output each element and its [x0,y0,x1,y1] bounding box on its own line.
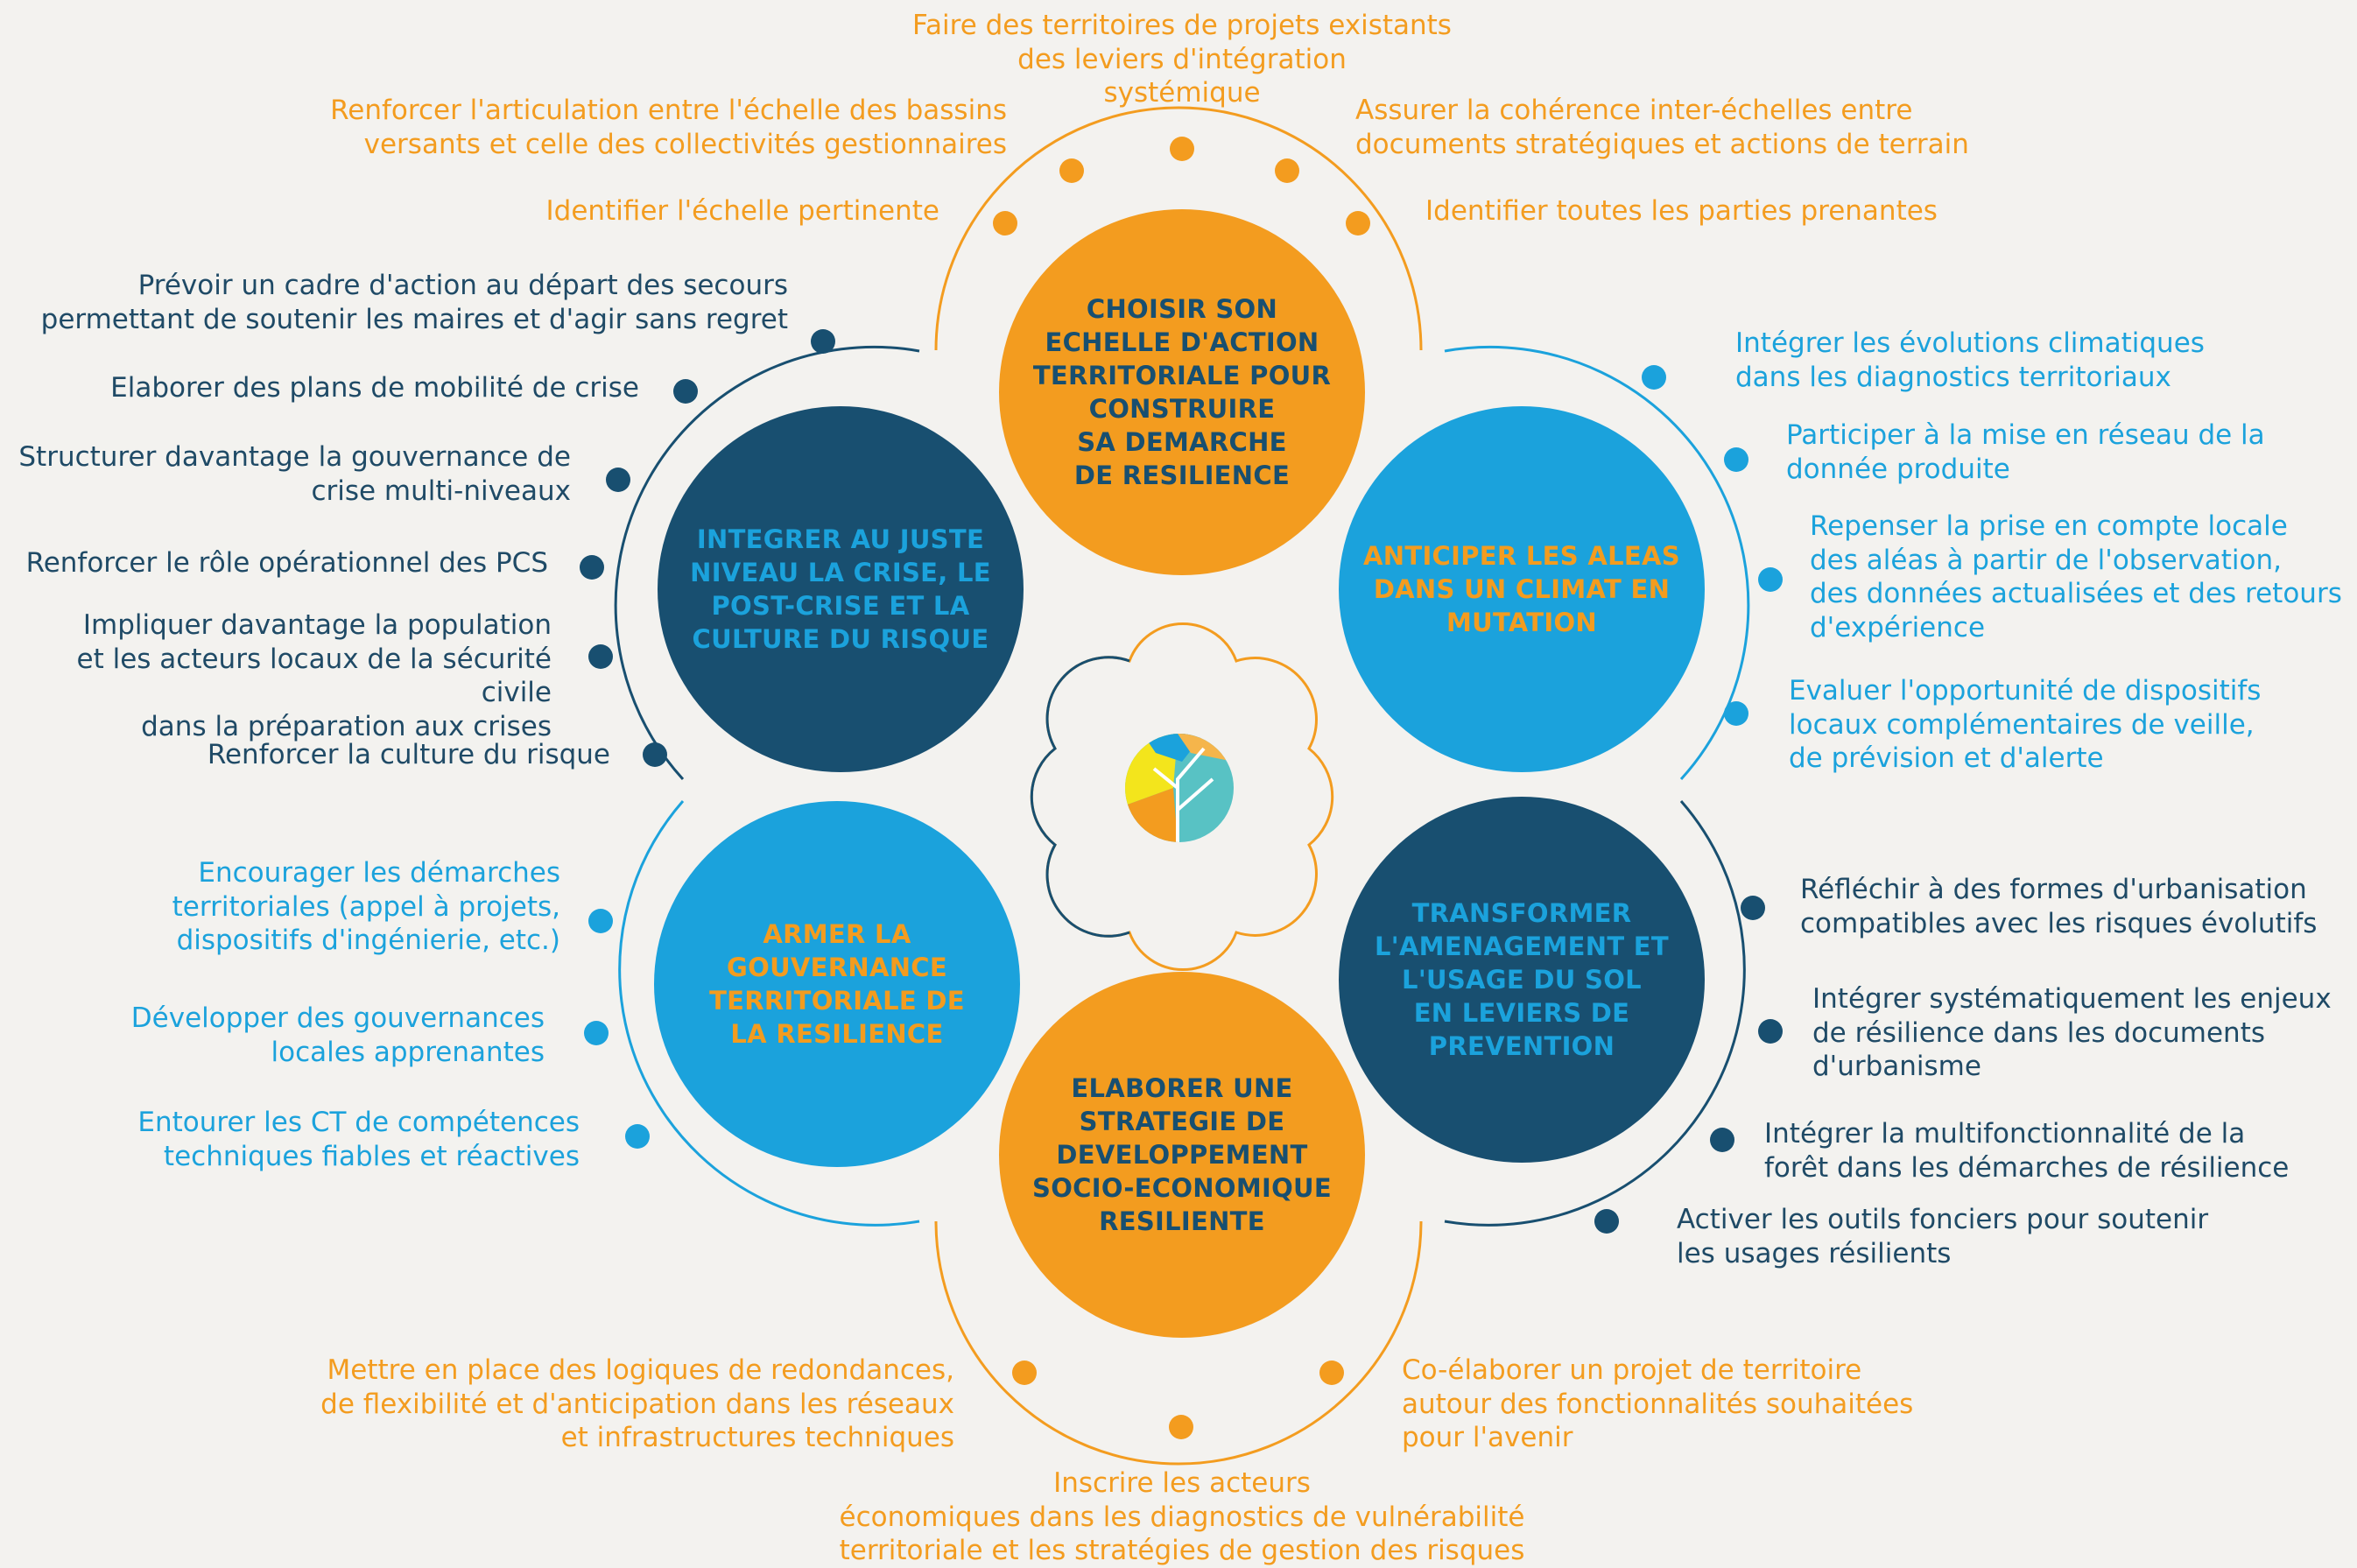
annotation-left: Elaborer des plans de mobilité de crise [110,372,639,404]
annotation-right: Evaluer l'opportunité de dispositifs loc… [1789,675,2262,774]
dot [606,468,630,492]
annotation-bottom-right: Activer les outils fonciers pour souteni… [1677,1204,2209,1269]
dot [588,909,613,933]
right-arc [1444,345,1750,781]
circle-right-label: ANTICIPER LES ALEAS DANS UN CLIMAT EN MU… [1363,541,1680,637]
dot [1319,1361,1344,1385]
tree-leaf-icon [1125,734,1234,842]
circle-bottom-right: TRANSFORMER L'AMENAGEMENT ET L'USAGE DU … [1339,797,1705,1163]
circle-left-label: INTEGRER AU JUSTE NIVEAU LA CRISE, LE PO… [690,524,991,654]
annotation-bottom-center: Inscrire les acteurs économiques dans le… [839,1467,1525,1566]
annotation-bottom-left: Entourer les CT de compétences technique… [137,1107,580,1172]
annotation-right: Participer à la mise en réseau de la don… [1786,419,2265,485]
dot [673,379,698,404]
annotation-top-left-2: Identifier l'échelle pertinente [545,195,940,227]
annotation-bottom-left-2: Mettre en place des logiques de redondan… [320,1354,954,1453]
top-arc [934,106,1423,351]
circle-right: ANTICIPER LES ALEAS DANS UN CLIMAT EN MU… [1339,406,1705,772]
bottom-left-arc [618,800,920,1227]
annotation-top-center: Faire des territoires de projets existan… [912,10,1452,109]
annotation-bottom-left: Encourager les démarches territoriales (… [172,857,560,956]
circle-bottom-left-label: ARMER LA GOUVERNANCE TERRITORIALE DE LA … [709,919,965,1049]
circle-left: INTEGRER AU JUSTE NIVEAU LA CRISE, LE PO… [658,406,1024,772]
circle-top-label: CHOISIR SON ECHELLE D'ACTION TERRITORIAL… [1032,294,1332,490]
flower-outline-left [1030,656,1130,938]
dot [1710,1128,1734,1152]
dot [811,329,835,354]
bottom-right-arc [1444,800,1746,1227]
dot [643,742,667,767]
annotation-left: Prévoir un cadre d'action au départ des … [40,270,788,335]
annotation-right: Intégrer les évolutions climatiques dans… [1735,327,2205,393]
annotation-top-right: Assurer la cohérence inter-échelles entr… [1355,95,1969,160]
dot [1059,158,1084,183]
annotation-bottom-right-2: Co-élaborer un projet de territoire auto… [1402,1354,1914,1453]
dot [588,644,613,669]
annotation-bottom-left: Développer des gouvernances locales appr… [130,1002,545,1068]
dot [580,555,604,580]
dot [1594,1209,1619,1234]
circle-top: CHOISIR SON ECHELLE D'ACTION TERRITORIAL… [999,209,1365,575]
dot [1275,158,1299,183]
dot [584,1021,609,1045]
bottom-arc [934,1220,1423,1466]
dot [1642,365,1666,390]
circle-bottom: ELABORER UNE STRATEGIE DE DEVELOPPEMENT … [999,972,1365,1338]
annotation-left: Renforcer la culture du risque [207,739,610,770]
dot [993,211,1017,236]
circle-bottom-right-label: TRANSFORMER L'AMENAGEMENT ET L'USAGE DU … [1374,898,1669,1061]
annotation-left: Impliquer davantage la population et les… [76,609,552,742]
dot [1724,701,1748,726]
dot [1724,447,1748,472]
dot [1012,1361,1037,1385]
dot [1758,1019,1783,1044]
circle-bottom-left: ARMER LA GOUVERNANCE TERRITORIALE DE LA … [654,801,1020,1167]
dot [1741,896,1765,920]
annotation-bottom-right: Intégrer la multifonctionnalité de la fo… [1764,1118,2290,1184]
annotation-top-left: Renforcer l'articulation entre l'échelle… [330,95,1007,160]
dot [1169,1415,1193,1439]
dot [1170,137,1194,161]
dot [1758,567,1783,592]
annotation-right: Repenser la prise en compte locale des a… [1810,510,2342,643]
dot [1346,211,1370,236]
dot [625,1124,650,1149]
annotation-top-right-2: Identifier toutes les parties prenantes [1425,195,1938,227]
annotation-bottom-right: Réfléchir à des formes d'urbanisation co… [1800,874,2318,939]
annotation-left: Structurer davantage la gouvernance de c… [18,441,571,507]
annotation-left: Renforcer le rôle opérationnel des PCS [25,547,548,579]
annotation-bottom-right: Intégrer systématiquement les enjeux de … [1812,983,2332,1082]
circle-bottom-label: ELABORER UNE STRATEGIE DE DEVELOPPEMENT … [1032,1073,1332,1236]
